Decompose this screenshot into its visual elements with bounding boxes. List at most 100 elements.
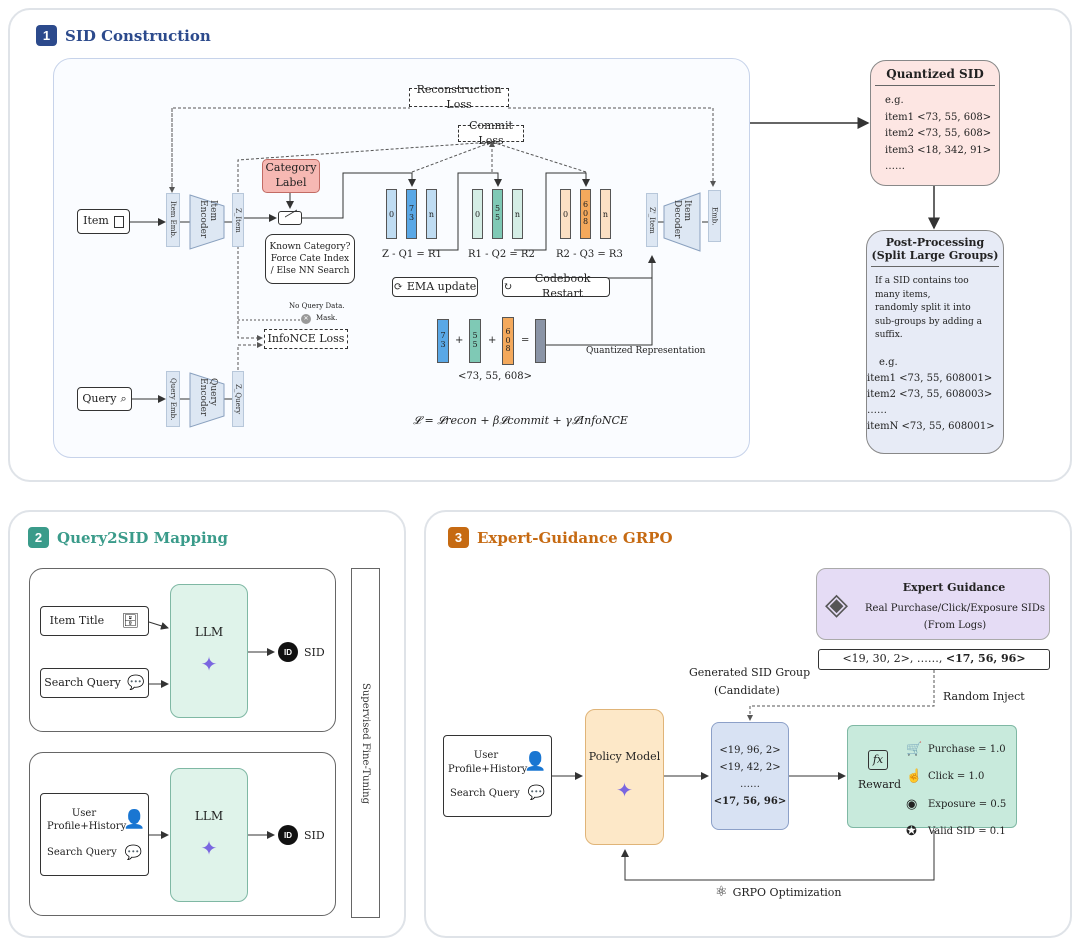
chat-icon: 💬 bbox=[124, 844, 143, 861]
llm-label-2: LLM bbox=[194, 809, 224, 824]
sid-group-item-1: <19, 42, 2> bbox=[719, 762, 781, 773]
sum-code-2-text: 5 5 bbox=[472, 331, 478, 349]
sum-code-1-text: 7 3 bbox=[440, 331, 446, 349]
post-processing-desc-0: If a SID contains too bbox=[875, 276, 969, 286]
section-1-title: 1 SID Construction bbox=[36, 25, 211, 46]
quantized-sid-line-4: …… bbox=[885, 161, 905, 172]
codebook-2-cell-n: n bbox=[512, 189, 523, 239]
user-icon: 👤 bbox=[123, 808, 146, 830]
sid-group-item-bold: <17, 56, 96> bbox=[713, 796, 787, 807]
z-item-bar: Z_Item bbox=[232, 193, 244, 247]
quantized-sid-line-0: e.g. bbox=[885, 95, 904, 106]
sid-group-item-0: <19, 96, 2> bbox=[719, 745, 781, 756]
sum-code-3: 6 0 8 bbox=[502, 317, 514, 365]
infonce-loss-text: InfoNCE Loss bbox=[267, 331, 345, 345]
expert-guidance-desc-1: Real Purchase/Click/Exposure SIDs bbox=[865, 603, 1045, 614]
codebook-3-cell-n: n bbox=[600, 189, 611, 239]
codebook-3-caption: R2 - Q3 = R3 bbox=[556, 249, 623, 260]
reward-label: Reward bbox=[858, 778, 902, 791]
search-query-text-2: Search Query bbox=[47, 847, 117, 859]
quantized-vector bbox=[535, 319, 546, 363]
chat-icon: 💬 bbox=[527, 785, 546, 802]
sid-output-1: ID SID bbox=[278, 642, 325, 662]
search-icon: ⌕ bbox=[120, 391, 127, 405]
section-1-label: SID Construction bbox=[65, 26, 211, 45]
query-input-label: Query bbox=[82, 391, 117, 405]
atom-icon: ⚛ bbox=[715, 884, 728, 900]
post-processing-line-0: e.g. bbox=[879, 356, 898, 368]
item-title-box: Item Title 🗄 bbox=[40, 606, 149, 636]
reward-exposure: Exposure = 0.5 bbox=[928, 798, 1007, 810]
sum-code-2: 5 5 bbox=[469, 319, 481, 363]
codebook-2-selected: 5 5 bbox=[494, 204, 501, 222]
sid-group-box: <19, 96, 2> <19, 42, 2> …… <17, 56, 96> bbox=[711, 722, 789, 830]
query-encoder-label: Query Encoder bbox=[198, 378, 218, 417]
reward-purchase: Purchase = 1.0 bbox=[928, 744, 1006, 756]
restart-icon: ↻ bbox=[503, 279, 513, 293]
ema-refresh-icon: ⟳ bbox=[393, 279, 403, 293]
expert-sids-box: <19, 30, 2>, ……, <17, 56, 96> bbox=[818, 649, 1050, 670]
commit-loss-text: Commit Loss bbox=[469, 118, 513, 147]
item-input-label: Item bbox=[83, 214, 109, 228]
reward-card: fx Reward 🛒Purchase = 1.0 ☝Click = 1.0 ◉… bbox=[847, 725, 1017, 839]
query2sid-group-2 bbox=[29, 752, 336, 916]
sid-label-2: SID bbox=[304, 828, 325, 842]
no-query-data-label: No Query Data. bbox=[289, 302, 345, 310]
mask-label: Mask. bbox=[316, 314, 338, 322]
search-query-box-1: Search Query 💬 bbox=[40, 668, 149, 698]
codebook-1-cell-sel: 7 3 bbox=[406, 189, 417, 239]
query-emb-bar: Query Emb. bbox=[166, 371, 180, 427]
item-encoder-label: Item Encoder bbox=[198, 200, 218, 239]
quantized-representation-label: Quantized Representation bbox=[586, 346, 706, 356]
grpo-optimization-text: GRPO Optimization bbox=[732, 885, 842, 899]
section-3-label: Expert-Guidance GRPO bbox=[477, 528, 673, 547]
codebook-2: 0 5 5 n bbox=[472, 189, 526, 243]
equals: = bbox=[521, 335, 530, 346]
post-processing-title-1: Post-Processing bbox=[885, 236, 985, 249]
codebook-1: 0 7 3 n bbox=[386, 189, 440, 243]
codebook-2-cell-0: 0 bbox=[472, 189, 483, 239]
qwen-logo-icon: ✦ bbox=[200, 835, 218, 860]
section-3-title: 3 Expert-Guidance GRPO bbox=[448, 527, 673, 548]
grpo-optimization-label: ⚛ GRPO Optimization bbox=[715, 884, 842, 900]
llm-box-1: LLM ✦ bbox=[170, 584, 248, 718]
category-label-text: Category Label bbox=[265, 161, 317, 189]
query2sid-group-1 bbox=[29, 568, 336, 732]
item-emb-bar: Item Emb. bbox=[166, 193, 180, 247]
section-2-label: Query2SID Mapping bbox=[57, 528, 229, 547]
quantized-sid-line-3: item3 <18, 342, 91> bbox=[885, 144, 992, 156]
quantized-sid-card: Quantized SID e.g. item1 <73, 55, 608> i… bbox=[870, 60, 1000, 186]
section-3-number: 3 bbox=[448, 527, 469, 548]
z-item-hat-bar: Z'_Item bbox=[646, 193, 658, 247]
reconstruction-loss-box: Reconstruction Loss bbox=[409, 83, 509, 111]
sid-tuple: <73, 55, 608> bbox=[458, 371, 533, 382]
sum-code-1: 7 3 bbox=[437, 319, 449, 363]
policy-model-box: Policy Model ✦ bbox=[585, 709, 664, 845]
item-input-box: Item bbox=[77, 209, 130, 234]
item-decoder-label: Item Decoder bbox=[672, 200, 692, 239]
codebook-3-cell-0: 0 bbox=[560, 189, 571, 239]
s3-user-input-box: User Profile+History 👤 Search Query 💬 bbox=[443, 735, 552, 817]
id-badge-icon: ID bbox=[278, 825, 298, 845]
commit-loss-box: Commit Loss bbox=[458, 119, 524, 147]
category-label-box: Category Label bbox=[262, 159, 320, 193]
eye-icon: ◉ bbox=[906, 796, 918, 812]
z-query-bar: Z_Query bbox=[232, 371, 244, 427]
expert-guidance-title: Expert Guidance bbox=[902, 581, 1006, 594]
document-icon bbox=[113, 215, 124, 228]
query2sid-panel bbox=[8, 510, 406, 938]
quantized-sid-line-1: item1 <73, 55, 608> bbox=[885, 111, 992, 123]
codebook-restart-box: ↻ Codebook Restart bbox=[502, 272, 610, 300]
sft-label: Supervised Fine-Tuning bbox=[360, 682, 371, 804]
reconstruction-loss-text: Reconstruction Loss bbox=[416, 82, 502, 111]
expert-sids-prefix: <19, 30, 2>, ……, bbox=[842, 652, 946, 666]
post-processing-desc-2: randomly split it into bbox=[875, 303, 971, 313]
expert-guidance-card: ◈ Expert Guidance Real Purchase/Click/Ex… bbox=[816, 568, 1050, 640]
post-processing-title-2: (Split Large Groups) bbox=[871, 249, 999, 267]
cart-icon: 🛒 bbox=[906, 742, 923, 757]
plus-2: + bbox=[488, 335, 497, 346]
click-icon: ☝ bbox=[906, 769, 923, 785]
expert-sids-bold: <17, 56, 96> bbox=[945, 652, 1026, 666]
reward-valid-sid: Valid SID = 0.1 bbox=[928, 826, 1006, 838]
